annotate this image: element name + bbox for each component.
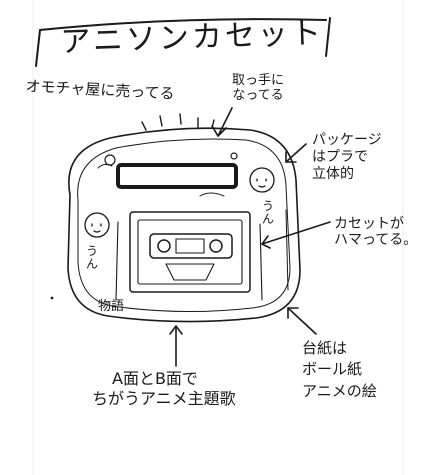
story-label: 物語 (98, 299, 125, 314)
handle-note: 取っ手に なってる (232, 73, 285, 104)
songs-note: A面とB面で ちがうアニメ主題歌 (92, 369, 236, 411)
songs-note-line1: A面とB面で (112, 369, 198, 388)
character-left (84, 212, 110, 238)
backing-note: 台紙は ボール紙 アニメの絵 (302, 339, 377, 404)
package-note-line2: はプラで (312, 149, 368, 166)
package-note-line3: 立体的 (312, 166, 354, 183)
un-left-label: うん (86, 244, 99, 271)
handle-note-line2: なってる (232, 87, 284, 103)
cassette-note: カセットが ハマってる。 (334, 216, 417, 248)
hanger-slot (116, 163, 238, 189)
package-note: パッケージ はプラで 立体的 (312, 132, 382, 183)
cassette-note-line1: カセットが (334, 216, 404, 232)
shine-marks (141, 113, 215, 131)
package-outline (67, 127, 301, 323)
backing-note-line2: ボール紙 (302, 360, 363, 379)
package-note-line1: パッケージ (312, 132, 382, 148)
cassette-note-line2: ハマってる。 (334, 232, 418, 249)
cassette (115, 211, 263, 301)
un-right-label: うん (262, 199, 275, 226)
songs-note-line2: ちがうアニメ主題歌 (92, 389, 236, 409)
character-right (249, 167, 275, 193)
backing-note-line3: アニメの絵 (302, 381, 377, 400)
handle-note-line1: 取っ手に (232, 73, 285, 88)
title-bracket (35, 17, 331, 67)
backing-note-line1: 台紙は (302, 339, 348, 357)
annotation-arrows (169, 107, 331, 367)
